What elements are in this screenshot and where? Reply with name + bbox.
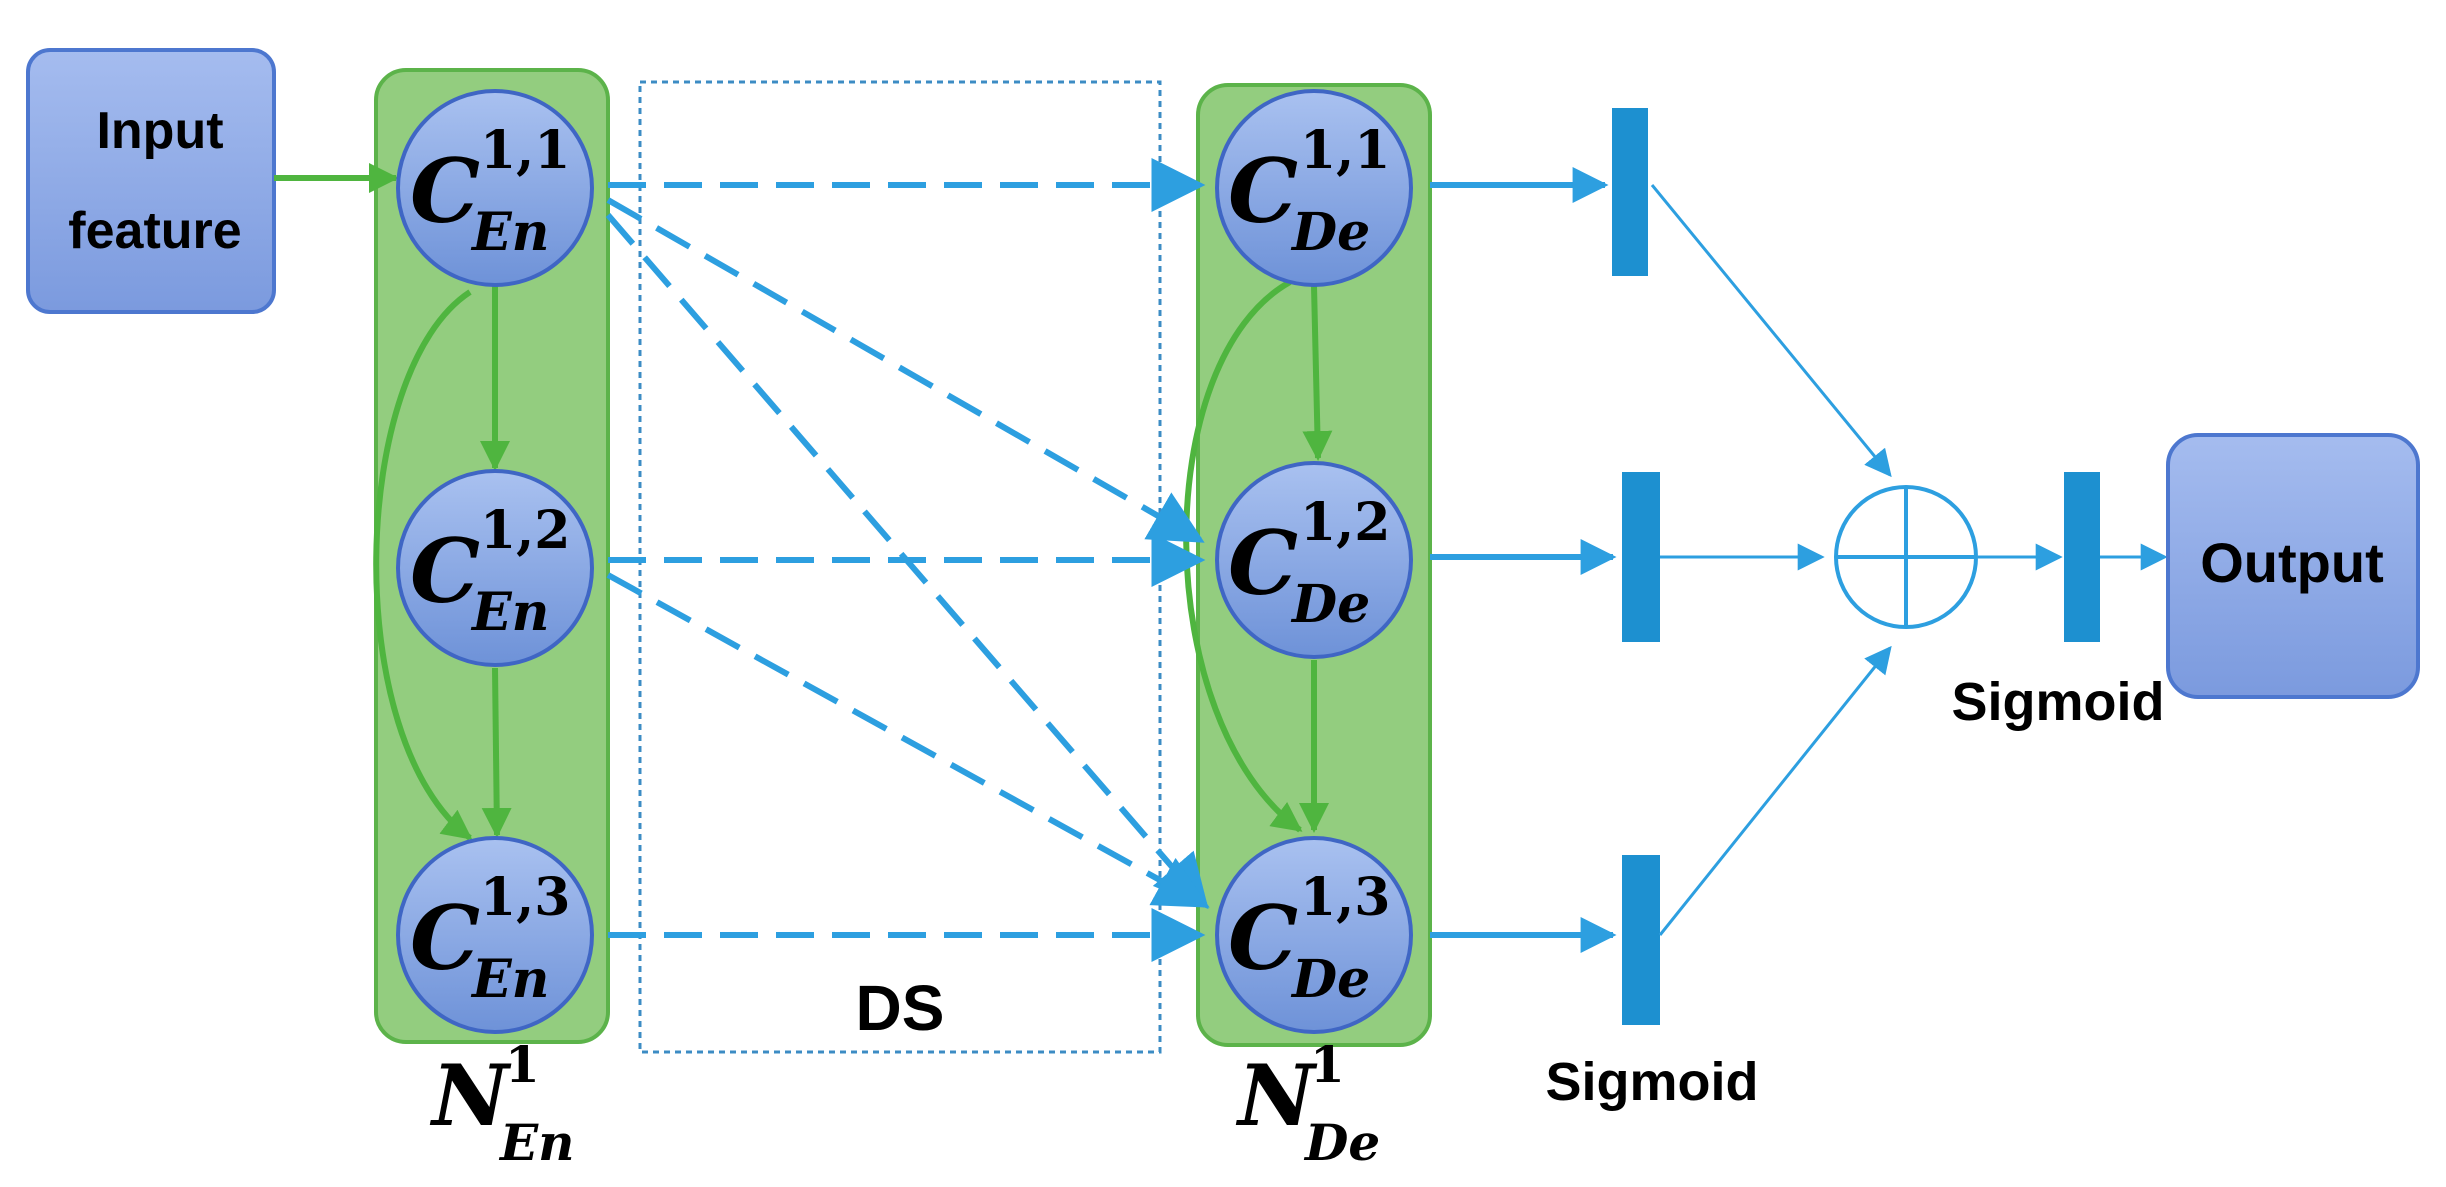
svg-text:C: C	[1228, 511, 1298, 615]
sigmoid-bar-final	[2064, 472, 2100, 642]
output-label: Output	[2200, 531, 2383, 594]
sigmoid-label-lower: Sigmoid	[1546, 1052, 1759, 1112]
encoder-node-3: C 1,3 En	[396, 836, 594, 1034]
decoder-to-bars-arrows	[1430, 167, 1617, 953]
svg-text:C: C	[1228, 139, 1298, 243]
svg-text:1,3: 1,3	[1300, 867, 1390, 928]
output-box: Output	[2166, 433, 2420, 699]
encoder-node-1: C 1,1 En	[396, 89, 594, 287]
sigmoid-bar-1	[1612, 108, 1648, 276]
svg-text:En: En	[498, 1113, 574, 1172]
svg-text:1,1: 1,1	[480, 120, 570, 181]
svg-text:1,1: 1,1	[1300, 120, 1390, 181]
sigmoid-bar-2	[1622, 472, 1660, 642]
svg-text:C: C	[410, 886, 480, 990]
decoder-label: N 1 De	[1235, 1035, 1380, 1172]
svg-text:1,2: 1,2	[480, 500, 570, 561]
svg-text:En: En	[470, 949, 549, 1010]
input-label-line1: Input	[96, 102, 223, 160]
svg-text:C: C	[410, 139, 480, 243]
svg-text:1: 1	[1310, 1035, 1345, 1094]
decoder-node-2: C 1,2 De	[1215, 461, 1413, 659]
svg-text:1,3: 1,3	[480, 867, 570, 928]
svg-text:N: N	[1235, 1046, 1318, 1145]
decoder-node-3: C 1,3 De	[1215, 836, 1413, 1034]
encoder-label: N 1 En	[429, 1035, 574, 1172]
svg-text:De: De	[1290, 202, 1370, 263]
svg-text:De: De	[1303, 1113, 1380, 1172]
decoder-node-1: C 1,1 De	[1215, 89, 1413, 287]
svg-text:N: N	[429, 1046, 512, 1145]
encoder-node-2: C 1,2 En	[396, 469, 594, 667]
bars-to-sum-arrows	[1650, 184, 2168, 936]
circle-plus-icon	[1834, 485, 1978, 629]
svg-text:En: En	[470, 202, 549, 263]
svg-text:De: De	[1290, 574, 1370, 635]
svg-text:En: En	[470, 582, 549, 643]
svg-text:C: C	[1228, 886, 1298, 990]
sigmoid-label-final: Sigmoid	[1952, 672, 2165, 732]
ds-label: DS	[856, 972, 945, 1044]
svg-text:C: C	[410, 519, 480, 623]
input-label-line2: feature	[68, 202, 241, 260]
svg-text:De: De	[1290, 949, 1370, 1010]
ds-dashed-connections	[605, 158, 1210, 962]
ds-region	[638, 80, 1162, 1054]
input-feature-box: Input feature	[26, 48, 276, 314]
svg-text:1: 1	[505, 1035, 540, 1094]
svg-text:1,2: 1,2	[1300, 492, 1390, 553]
sigmoid-bar-3	[1622, 855, 1660, 1025]
encoder-internal-arrows	[373, 286, 512, 841]
